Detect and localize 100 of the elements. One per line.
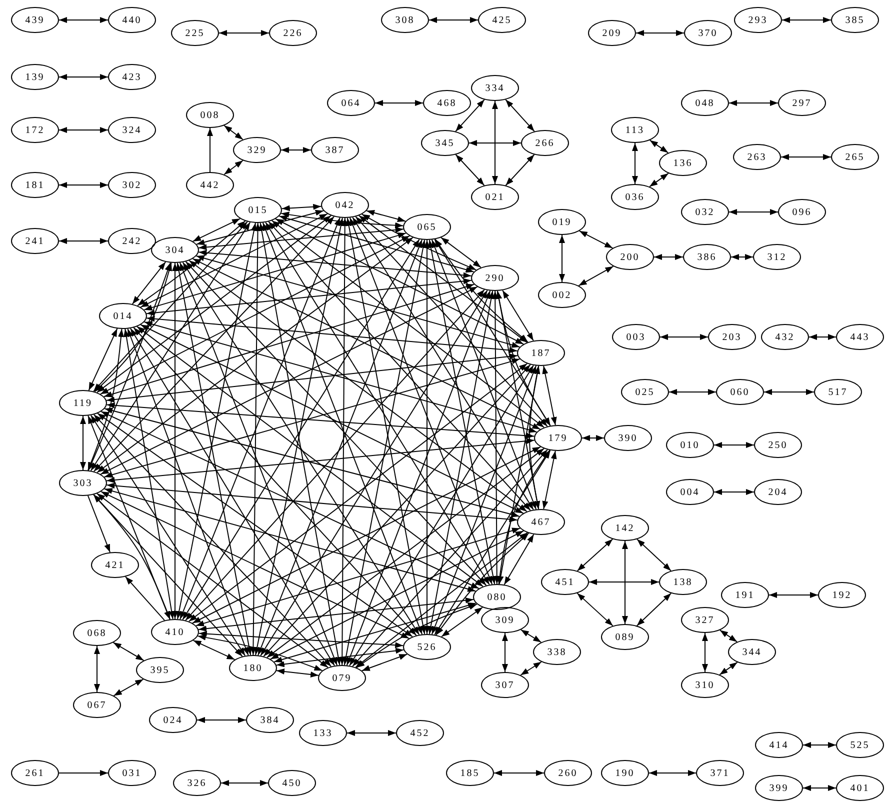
node-ellipse: 241 bbox=[11, 228, 59, 254]
arrow bbox=[90, 222, 251, 472]
arrow bbox=[58, 127, 108, 133]
node-ellipse: 002 bbox=[538, 282, 586, 308]
node-ellipse: 263 bbox=[733, 144, 781, 170]
arrow bbox=[140, 213, 328, 308]
arrow bbox=[130, 328, 336, 666]
arrow bbox=[559, 234, 565, 282]
arrow bbox=[346, 730, 396, 736]
arrow bbox=[542, 365, 557, 426]
arrow bbox=[198, 250, 472, 278]
node-ellipse: 440 bbox=[108, 7, 156, 33]
node-ellipse: 261 bbox=[11, 760, 59, 786]
node-ellipse: 025 bbox=[621, 379, 669, 405]
arrow bbox=[660, 334, 708, 340]
arrow bbox=[179, 262, 338, 666]
node-ellipse: 387 bbox=[311, 137, 359, 163]
arrow bbox=[276, 648, 404, 668]
arrow bbox=[730, 254, 754, 260]
arrow bbox=[520, 661, 542, 676]
node-ellipse: 467 bbox=[517, 509, 565, 535]
node-ellipse: 525 bbox=[836, 732, 884, 758]
arrow bbox=[455, 99, 485, 132]
arrow bbox=[349, 217, 493, 585]
arrow bbox=[100, 411, 480, 589]
node-ellipse: 179 bbox=[534, 425, 582, 451]
arrow bbox=[198, 597, 474, 632]
node-ellipse: 242 bbox=[108, 228, 156, 254]
arrow bbox=[654, 254, 684, 260]
node-ellipse: 327 bbox=[681, 607, 729, 633]
arrow bbox=[188, 260, 528, 512]
node-ellipse: 096 bbox=[778, 199, 826, 225]
arrow bbox=[648, 770, 696, 776]
arrow bbox=[58, 770, 108, 776]
node-ellipse: 329 bbox=[233, 137, 281, 163]
node-ellipse: 048 bbox=[681, 90, 729, 116]
arrow bbox=[198, 226, 404, 250]
arrow bbox=[188, 363, 528, 622]
arrow bbox=[103, 284, 475, 398]
arrow bbox=[428, 290, 494, 635]
arrow bbox=[455, 154, 485, 186]
arrow bbox=[366, 210, 406, 222]
node-ellipse: 297 bbox=[778, 90, 826, 116]
node-ellipse: 065 bbox=[403, 214, 451, 240]
node-ellipse: 187 bbox=[517, 340, 565, 366]
arrow bbox=[649, 140, 669, 154]
arrow bbox=[220, 780, 268, 786]
node-ellipse: 390 bbox=[604, 425, 652, 451]
arrow bbox=[96, 237, 414, 473]
arrow bbox=[505, 99, 535, 132]
arrow bbox=[275, 218, 524, 345]
arrow bbox=[196, 210, 324, 246]
arrow bbox=[94, 646, 100, 692]
arrow bbox=[374, 100, 424, 106]
node-ellipse: 452 bbox=[396, 720, 444, 746]
node-ellipse: 060 bbox=[716, 379, 764, 405]
node-ellipse: 310 bbox=[681, 672, 729, 698]
node-ellipse: 517 bbox=[814, 379, 862, 405]
arrow bbox=[106, 402, 535, 439]
arrow bbox=[276, 668, 319, 678]
arrow bbox=[96, 215, 332, 393]
node-ellipse: 042 bbox=[321, 192, 369, 218]
arrow bbox=[104, 358, 520, 478]
arrow bbox=[780, 154, 832, 160]
node-ellipse: 425 bbox=[478, 7, 526, 33]
arrow bbox=[180, 217, 340, 620]
arrow bbox=[87, 495, 111, 553]
arrow bbox=[728, 100, 778, 106]
arrow bbox=[355, 532, 528, 668]
node-ellipse: 203 bbox=[708, 324, 756, 350]
arrow bbox=[361, 654, 408, 672]
arrow bbox=[123, 328, 175, 620]
arrow bbox=[428, 239, 496, 585]
node-ellipse: 142 bbox=[601, 515, 649, 541]
node-ellipse: 031 bbox=[108, 760, 156, 786]
node-ellipse: 021 bbox=[471, 184, 519, 210]
arrow bbox=[113, 678, 144, 696]
node-ellipse: 345 bbox=[421, 130, 469, 156]
arrow bbox=[702, 632, 708, 672]
arrow bbox=[265, 222, 490, 586]
node-ellipse: 185 bbox=[446, 760, 494, 786]
arrow bbox=[58, 182, 108, 188]
arrow bbox=[88, 262, 171, 471]
node-ellipse: 019 bbox=[538, 209, 586, 235]
arrow bbox=[93, 494, 243, 657]
arrow bbox=[504, 534, 534, 586]
arrow bbox=[529, 365, 540, 510]
node-ellipse: 334 bbox=[471, 75, 519, 101]
node-ellipse: 192 bbox=[818, 582, 866, 608]
arrow bbox=[434, 238, 528, 343]
arrow bbox=[802, 742, 836, 748]
arrow bbox=[505, 154, 535, 186]
arrow bbox=[90, 414, 246, 656]
arrow bbox=[80, 416, 86, 470]
arrow bbox=[192, 258, 541, 430]
arrow bbox=[260, 290, 488, 656]
arrow bbox=[361, 214, 477, 270]
arrow bbox=[271, 220, 545, 428]
arrow bbox=[133, 327, 417, 636]
arrow bbox=[195, 528, 521, 626]
